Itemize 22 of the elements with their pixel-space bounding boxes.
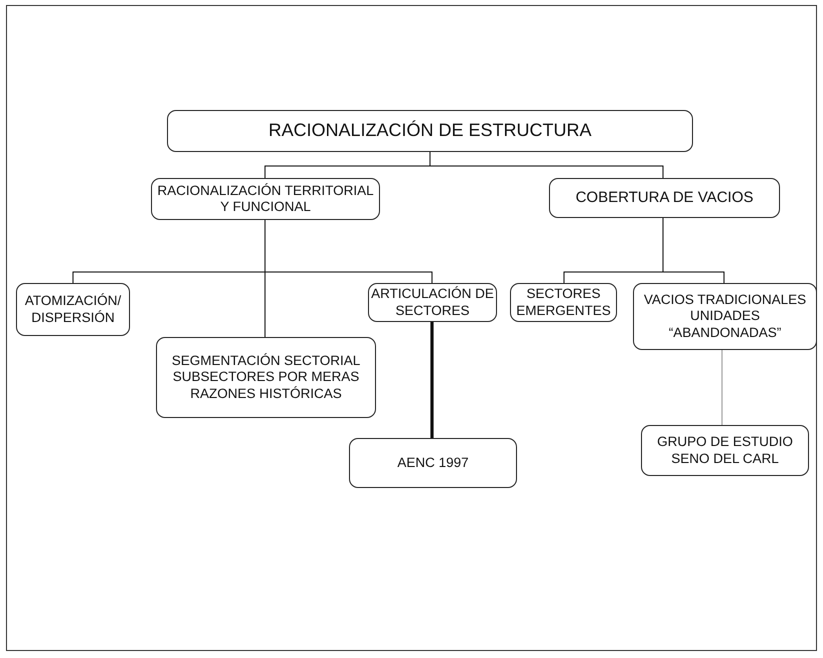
connector-line: [662, 218, 724, 284]
node-label: SECTORES EMERGENTES: [515, 286, 612, 319]
node-label: GRUPO DE ESTUDIO SENO DEL CARL: [656, 434, 794, 467]
node-label: AENC 1997: [397, 454, 469, 472]
text-box: [549, 178, 780, 218]
text-box: [156, 337, 376, 418]
node-label: RACIONALIZACIÓN DE ESTRUCTURA: [268, 120, 592, 142]
node-label: ATOMIZACIÓN/ DISPERSIÓN: [24, 293, 122, 326]
node-label: COBERTURA DE VACIOS: [576, 189, 754, 207]
text-box: [641, 425, 809, 476]
text-box: [16, 283, 130, 336]
text-box: [633, 283, 817, 350]
node-label: VACIOS TRADICIONALES UNIDADES “ABANDONADAS”: [642, 292, 808, 341]
node-label: SEGMENTACIÓN SECTORIAL SUBSECTORES POR MERAS RAZONES HISTÓRICAS: [170, 353, 362, 402]
connector-line: [430, 152, 664, 178]
connector-line: [430, 322, 434, 438]
text-box: [167, 110, 693, 152]
node-label: RACIONALIZACIÓN TERRITORIAL Y FUNCIONAL: [156, 182, 375, 216]
connector-line: [264, 220, 432, 284]
text-box: [349, 438, 517, 488]
node-label: ARTICULACIÓN DE SECTORES: [371, 286, 494, 319]
text-box: [510, 283, 617, 322]
